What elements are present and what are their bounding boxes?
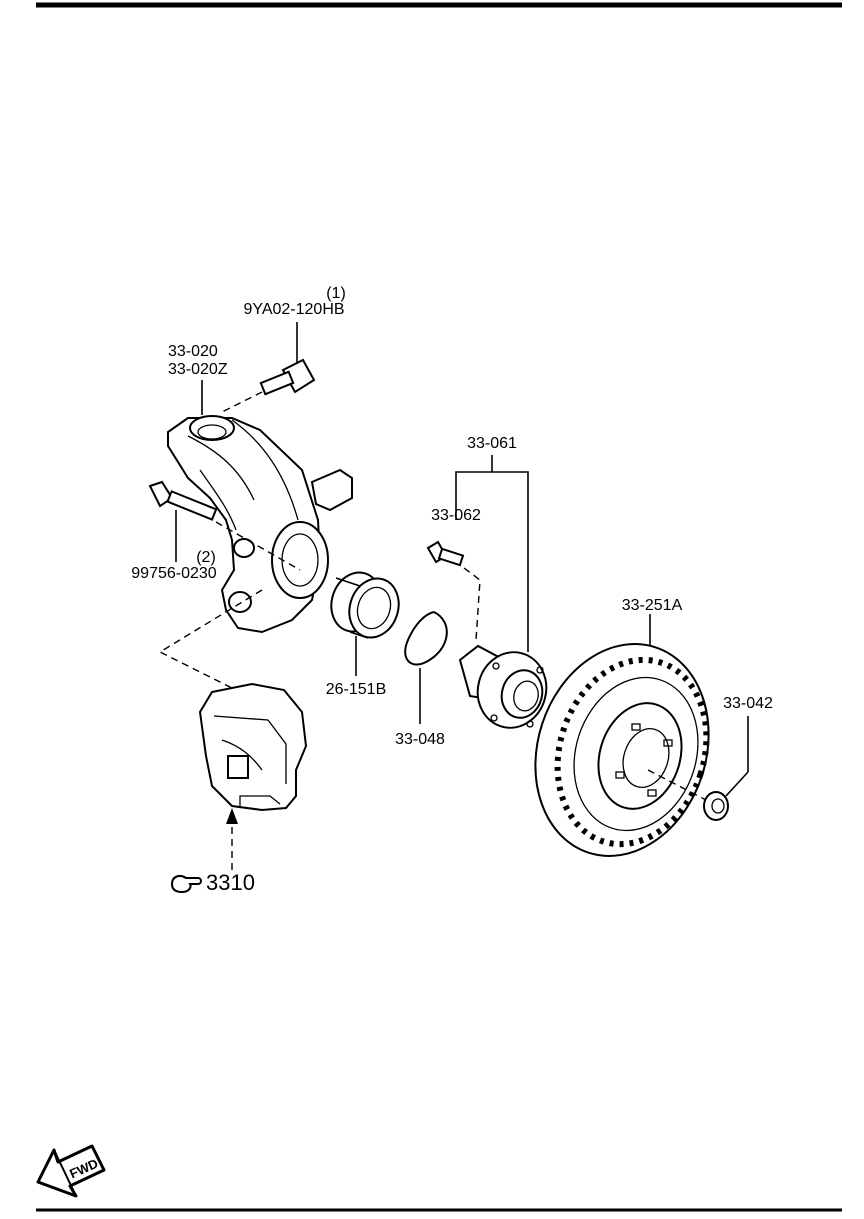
label-knuckle-b: 33-020Z: [168, 361, 228, 378]
label-bolt-part: 9YA02-120HB: [243, 301, 344, 318]
label-hub-bolt: 33-062: [431, 507, 481, 524]
guide-line-caliper: [158, 589, 263, 689]
lower-bolt: [148, 480, 301, 571]
wheel-hub: [455, 455, 548, 729]
label-bolt-qty: (1): [326, 285, 346, 302]
hub-nut: [703, 716, 749, 821]
brake-caliper: [198, 682, 308, 812]
wheel-bearing: [330, 571, 400, 676]
label-nut: 33-042: [723, 695, 773, 712]
label-lower-bolt-qty: (2): [196, 549, 216, 566]
label-knuckle-a: 33-020: [168, 343, 218, 360]
label-snap-ring: 33-048: [395, 731, 445, 748]
snap-ring: [404, 611, 448, 724]
brake-disc: [534, 614, 710, 857]
label-bearing: 26-151B: [326, 681, 387, 698]
pointing-hand-icon: [170, 875, 202, 894]
label-hub-assembly: 33-061: [467, 435, 517, 452]
hub-bolt: [426, 475, 481, 641]
fwd-arrow-icon: [36, 1144, 106, 1198]
label-disc: 33-251A: [622, 597, 683, 614]
caliper-ref-link[interactable]: 3310: [206, 870, 255, 895]
upper-bolt: [221, 322, 316, 413]
steering-knuckle: [167, 380, 353, 634]
label-lower-bolt-part: 99756-0230: [131, 565, 217, 582]
caliper-ref-arrowhead: [226, 808, 238, 824]
